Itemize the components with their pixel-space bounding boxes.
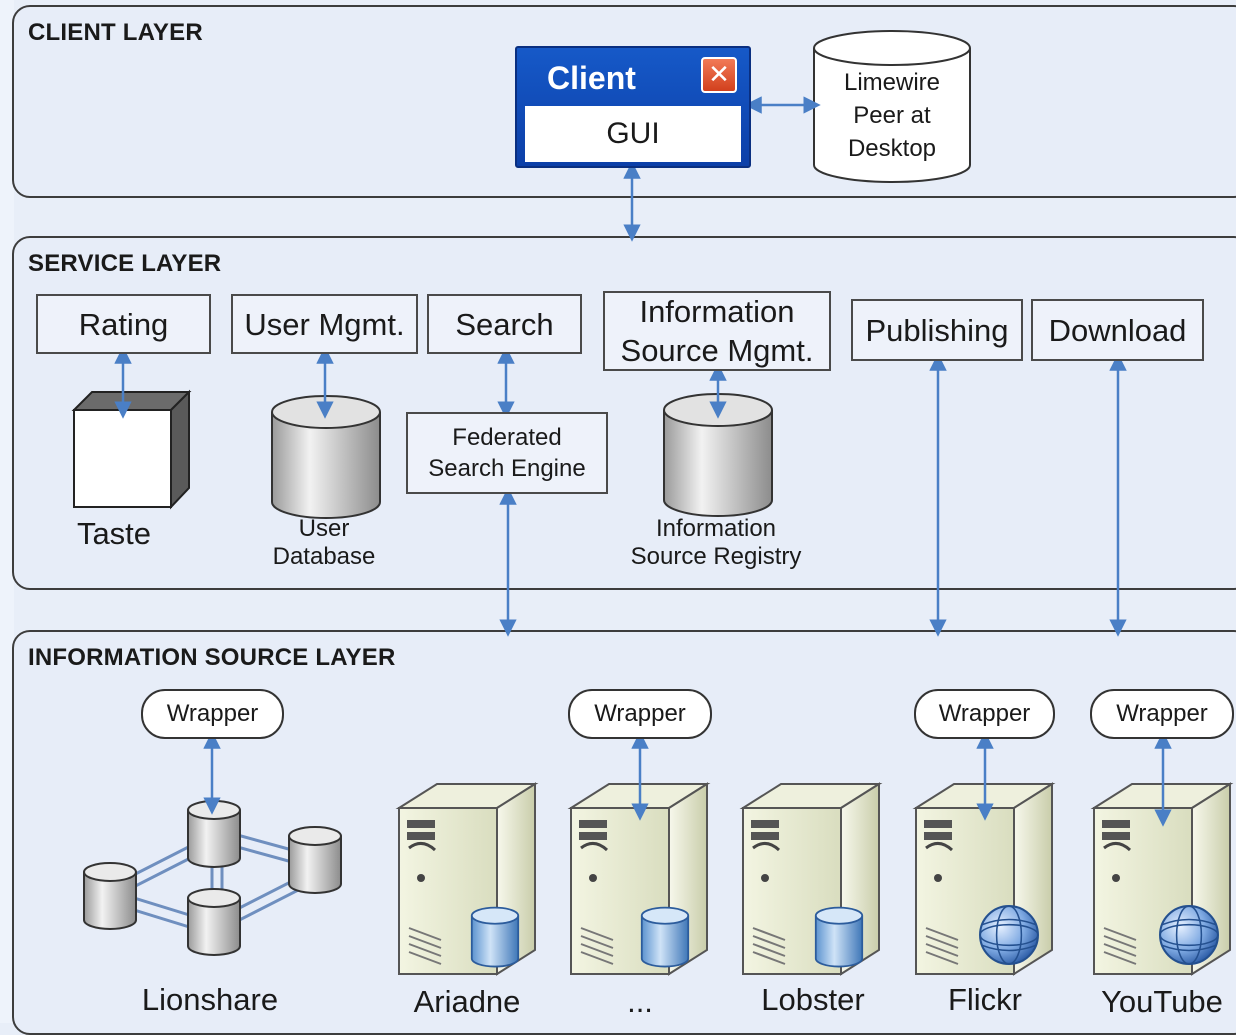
user-mgmt-box: User Mgmt. xyxy=(231,294,418,354)
connectors xyxy=(114,96,1172,827)
wrapper-ellipsis: Wrapper xyxy=(568,689,712,739)
left-margin-strip xyxy=(0,0,14,1023)
flickr-label: Flickr xyxy=(947,982,1023,1017)
lionshare-label: Lionshare xyxy=(141,982,279,1017)
limewire-line3: Desktop xyxy=(847,135,937,162)
information-source-registry-label: Information Source Registry xyxy=(596,515,836,571)
limewire-peer-cylinder xyxy=(813,30,971,183)
user-db-line1: User xyxy=(298,515,350,542)
wrapper-lionshare: Wrapper xyxy=(141,689,284,739)
user-database-label: User Database xyxy=(244,515,404,571)
taste-cube xyxy=(71,389,192,510)
ellipsis-server xyxy=(569,782,709,976)
search-box: Search xyxy=(427,294,582,354)
lionshare-peer-network xyxy=(83,800,342,956)
limewire-line2: Peer at xyxy=(853,102,931,129)
ariadne-label: Ariadne xyxy=(413,984,521,1019)
gui-label: GUI xyxy=(525,106,741,162)
taste-label: Taste xyxy=(76,516,152,551)
client-layer-title: CLIENT LAYER xyxy=(28,19,203,46)
lobster-label: Lobster xyxy=(761,982,865,1017)
ariadne-server xyxy=(397,782,537,976)
information-source-layer-title: INFORMATION SOURCE LAYER xyxy=(28,644,396,671)
wrapper-flickr: Wrapper xyxy=(914,689,1055,739)
limewire-line1: Limewire xyxy=(843,69,941,96)
client-window: Client ✕ GUI xyxy=(515,46,751,168)
close-icon: ✕ xyxy=(701,57,737,93)
federated-line2: Search Engine xyxy=(428,455,586,482)
service-layer-title: SERVICE LAYER xyxy=(28,250,222,277)
rating-box: Rating xyxy=(36,294,211,354)
registry-line2: Source Registry xyxy=(630,543,802,570)
federated-search-engine-box: Federated Search Engine xyxy=(406,412,608,494)
flickr-server xyxy=(914,782,1054,976)
limewire-peer-label: Limewire Peer at Desktop xyxy=(814,66,970,165)
lobster-server xyxy=(741,782,881,976)
wrapper-youtube: Wrapper xyxy=(1090,689,1234,739)
ellipsis-label: ... xyxy=(627,984,653,1019)
info-source-mgmt-line2: Source Mgmt. xyxy=(620,333,814,368)
information-source-mgmt-box: Information Source Mgmt. xyxy=(603,291,831,371)
client-window-title: Client xyxy=(547,60,636,96)
user-database-cylinder xyxy=(271,395,381,519)
registry-line1: Information xyxy=(655,515,777,542)
download-box: Download xyxy=(1031,299,1204,361)
youtube-label: YouTube xyxy=(1101,984,1223,1019)
user-db-line2: Database xyxy=(272,543,376,570)
info-source-mgmt-line1: Information xyxy=(639,294,795,329)
federated-line1: Federated xyxy=(452,424,562,451)
information-source-registry-cylinder xyxy=(663,393,773,517)
publishing-box: Publishing xyxy=(851,299,1023,361)
